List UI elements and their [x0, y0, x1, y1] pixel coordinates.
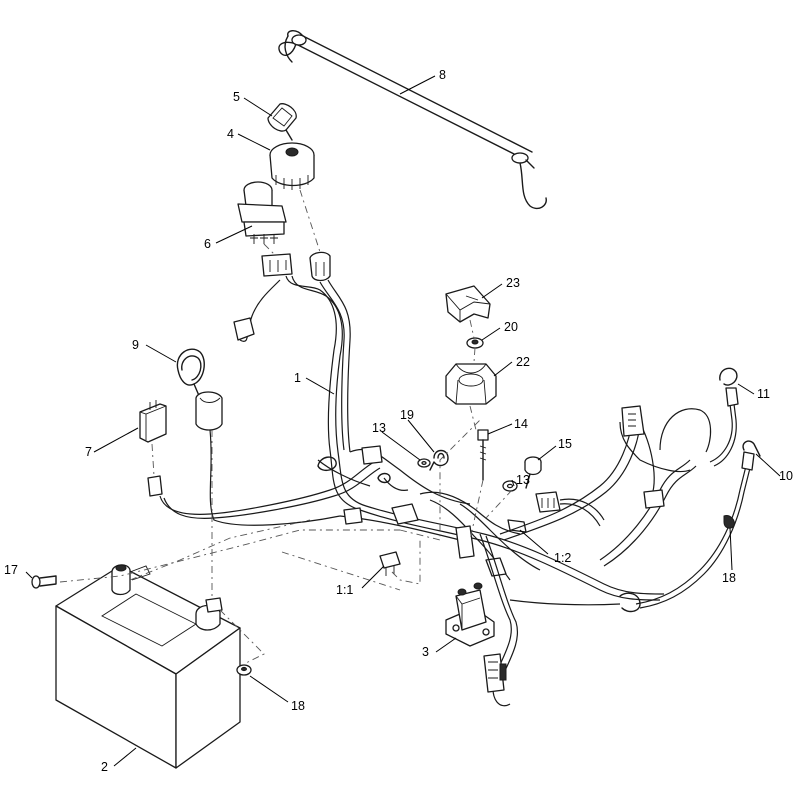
part-9-seat-switch [176, 348, 223, 431]
part-2-battery [55, 564, 241, 769]
part-1-1-fuse [379, 540, 421, 585]
leader-lines [25, 75, 781, 767]
part-20-nut [466, 337, 484, 349]
part-18-nut-battery [236, 664, 252, 676]
callout-19: 19 [400, 408, 414, 422]
part-11-cable [709, 367, 739, 467]
connector-1-2 [535, 491, 605, 527]
callout-1-1: 1:1 [336, 583, 353, 597]
callout-13b: 13 [516, 473, 530, 487]
callout-14: 14 [514, 417, 528, 431]
part-10-cable [635, 440, 761, 609]
callout-18a: 18 [722, 571, 736, 585]
part-19-clamp [429, 449, 449, 471]
callout-13a: 13 [372, 421, 386, 435]
alignment-lines [59, 419, 513, 665]
callout-labels: 1 1:1 1:2 2 3 4 5 6 7 8 9 10 11 13 13 14… [4, 68, 793, 774]
callout-23: 23 [506, 276, 520, 290]
switch-connectors [261, 189, 331, 282]
part-8-rod [278, 30, 547, 210]
part-3-starter-solenoid [445, 582, 495, 647]
part-14-stud [469, 429, 489, 541]
callout-3: 3 [422, 645, 429, 659]
part-4-ignition-switch [269, 142, 315, 190]
part-15-bolt [524, 456, 542, 489]
callout-22: 22 [516, 355, 530, 369]
part-1-wire-harness [159, 275, 712, 707]
part-5-key [267, 103, 297, 141]
callout-8: 8 [439, 68, 446, 82]
callout-4: 4 [227, 127, 234, 141]
callout-5: 5 [233, 90, 240, 104]
part-6-pto-switch [237, 181, 287, 244]
callout-20: 20 [504, 320, 518, 334]
callout-15: 15 [558, 437, 572, 451]
part-7-relay [139, 400, 167, 497]
callout-1: 1 [294, 371, 301, 385]
callout-9: 9 [132, 338, 139, 352]
callout-10: 10 [779, 469, 793, 483]
part-17-bolt [31, 575, 57, 589]
callout-6: 6 [204, 237, 211, 251]
callout-18b: 18 [291, 699, 305, 713]
part-23-terminal-cover [445, 285, 491, 323]
callout-1-2: 1:2 [554, 551, 571, 565]
callout-7: 7 [85, 445, 92, 459]
callout-11: 11 [757, 387, 770, 401]
callout-17: 17 [4, 563, 18, 577]
callout-2: 2 [101, 760, 108, 774]
part-22-boot [445, 363, 497, 405]
